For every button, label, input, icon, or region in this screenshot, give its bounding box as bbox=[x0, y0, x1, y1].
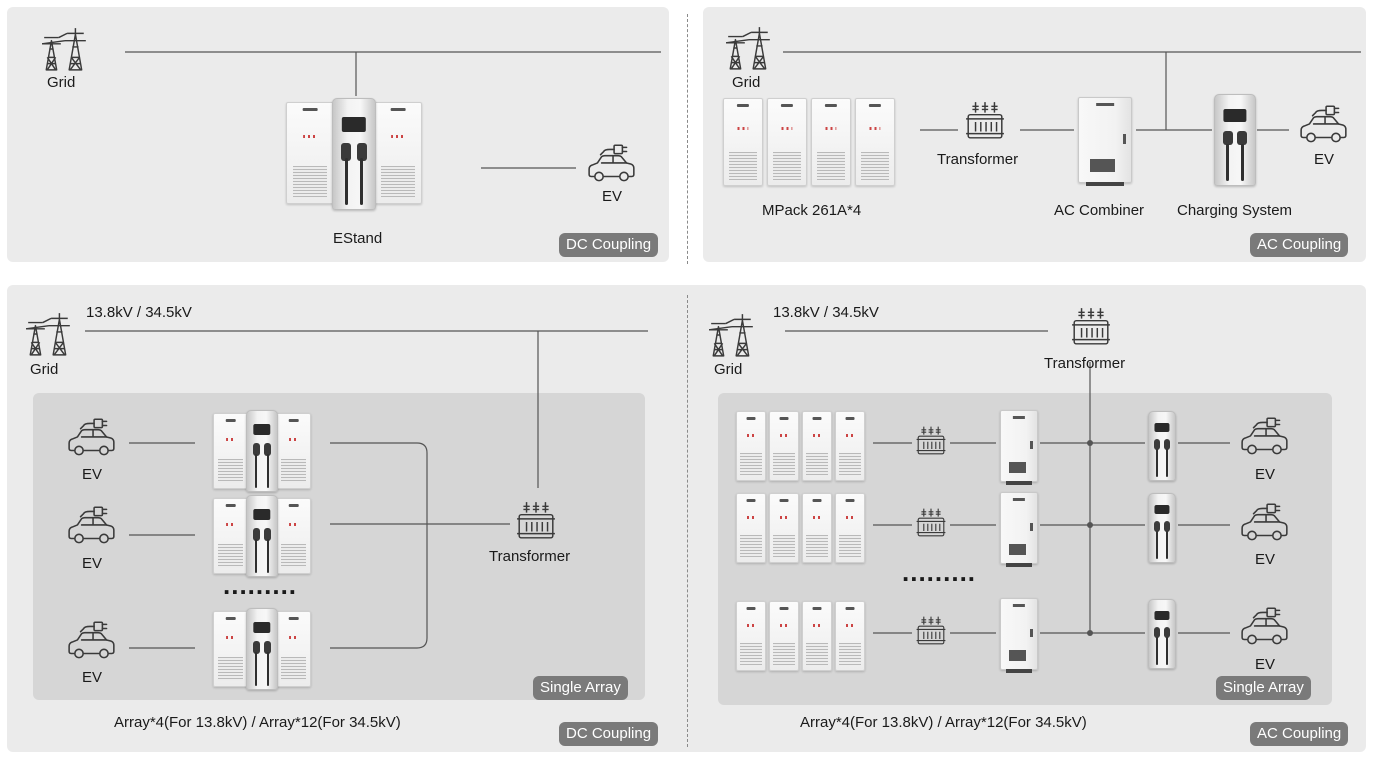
ev-label: EV bbox=[82, 466, 103, 483]
charger-unit bbox=[1148, 493, 1176, 563]
grid-label: Grid bbox=[30, 361, 59, 378]
transformer-label: Transformer bbox=[489, 548, 571, 565]
ac-combiner-device bbox=[1000, 410, 1038, 485]
battery-cabinet bbox=[276, 498, 311, 574]
ev-label: EV bbox=[1314, 151, 1335, 168]
battery-cabinet bbox=[736, 601, 766, 671]
array-caption: Array*4(For 13.8kV) / Array*12(For 34.5k… bbox=[800, 714, 1087, 731]
dc-coupling-badge: DC Coupling bbox=[559, 233, 659, 257]
grid-label: Grid bbox=[732, 74, 761, 91]
battery-cabinet bbox=[835, 493, 865, 563]
battery-cabinet bbox=[374, 102, 422, 204]
array-caption: Array*4(For 13.8kV) / Array*12(For 34.5k… bbox=[114, 714, 401, 731]
mpack-group bbox=[736, 493, 870, 565]
battery-cabinet bbox=[213, 498, 248, 574]
charging-system-label: Charging System bbox=[1177, 202, 1293, 219]
power-tower-icon bbox=[24, 311, 74, 357]
estand-device bbox=[213, 495, 311, 577]
mpack-label: MPack 261A*4 bbox=[762, 202, 862, 219]
ev-car-icon bbox=[1239, 416, 1291, 458]
transformer-icon bbox=[1070, 306, 1112, 348]
voltage-label: 13.8kV / 34.5kV bbox=[86, 304, 192, 321]
single-array-badge: Single Array bbox=[533, 676, 628, 700]
estand-device bbox=[213, 410, 311, 492]
ev-label: EV bbox=[82, 669, 103, 686]
estand-device bbox=[213, 608, 311, 690]
transformer-icon bbox=[915, 425, 947, 457]
charger-unit bbox=[1148, 599, 1176, 669]
battery-cabinet bbox=[276, 413, 311, 489]
ac-combiner-device bbox=[1000, 492, 1038, 567]
battery-cabinet bbox=[769, 411, 799, 481]
power-tower-icon bbox=[40, 26, 90, 72]
battery-cabinet bbox=[855, 98, 895, 186]
ac-coupling-badge: AC Coupling bbox=[1250, 233, 1349, 257]
battery-cabinet bbox=[286, 102, 334, 204]
ev-car-icon bbox=[66, 505, 118, 547]
battery-cabinet bbox=[835, 411, 865, 481]
battery-cabinet bbox=[276, 611, 311, 687]
ac-combiner-label: AC Combiner bbox=[1054, 202, 1145, 219]
mpack-group bbox=[736, 411, 870, 483]
estand-device bbox=[286, 98, 422, 210]
ev-label: EV bbox=[1255, 466, 1276, 483]
ev-car-icon bbox=[1298, 104, 1350, 146]
mpack-group bbox=[723, 98, 898, 188]
transformer-label: Transformer bbox=[1044, 355, 1126, 372]
transformer-label: Transformer bbox=[937, 151, 1019, 168]
power-tower-icon bbox=[707, 312, 757, 358]
charger-unit bbox=[246, 410, 278, 492]
battery-cabinet bbox=[802, 411, 832, 481]
battery-cabinet bbox=[769, 493, 799, 563]
charger-unit bbox=[246, 608, 278, 690]
estand-label: EStand bbox=[333, 230, 383, 247]
battery-cabinet bbox=[736, 493, 766, 563]
battery-cabinet bbox=[723, 98, 763, 186]
battery-cabinet bbox=[769, 601, 799, 671]
ev-label: EV bbox=[602, 188, 623, 205]
battery-cabinet bbox=[213, 611, 248, 687]
battery-cabinet bbox=[811, 98, 851, 186]
transformer-icon bbox=[964, 100, 1006, 142]
battery-cabinet bbox=[767, 98, 807, 186]
more-arrays-ellipsis: ......... bbox=[223, 570, 298, 600]
power-tower-icon bbox=[724, 25, 774, 71]
charger-unit bbox=[332, 98, 376, 210]
ac-coupling-badge: AC Coupling bbox=[1250, 722, 1349, 746]
charger-unit bbox=[1148, 411, 1176, 481]
grid-label: Grid bbox=[714, 361, 743, 378]
ev-car-icon bbox=[1239, 502, 1291, 544]
bottom-divider bbox=[687, 295, 688, 747]
single-array-badge: Single Array bbox=[1216, 676, 1311, 700]
battery-cabinet bbox=[835, 601, 865, 671]
battery-cabinet bbox=[736, 411, 766, 481]
transformer-icon bbox=[915, 615, 947, 647]
ac-combiner-device bbox=[1078, 97, 1132, 186]
transformer-icon bbox=[915, 507, 947, 539]
battery-cabinet bbox=[802, 601, 832, 671]
ev-car-icon bbox=[586, 143, 638, 185]
battery-cabinet bbox=[802, 493, 832, 563]
ac-combiner-device bbox=[1000, 598, 1038, 673]
battery-cabinet bbox=[213, 413, 248, 489]
transformer-icon bbox=[515, 500, 557, 542]
bottom-left-array-panel bbox=[33, 393, 645, 700]
top-divider bbox=[687, 14, 688, 264]
voltage-label: 13.8kV / 34.5kV bbox=[773, 304, 879, 321]
dc-coupling-badge: DC Coupling bbox=[559, 722, 659, 746]
charger-unit bbox=[246, 495, 278, 577]
ev-car-icon bbox=[1239, 606, 1291, 648]
ev-label: EV bbox=[1255, 551, 1276, 568]
mpack-group bbox=[736, 601, 870, 673]
ev-car-icon bbox=[66, 620, 118, 662]
ev-label: EV bbox=[1255, 656, 1276, 673]
more-arrays-ellipsis: ......... bbox=[902, 557, 977, 587]
grid-label: Grid bbox=[47, 74, 76, 91]
ev-label: EV bbox=[82, 555, 103, 572]
ev-car-icon bbox=[66, 417, 118, 459]
charging-system-device bbox=[1214, 94, 1256, 186]
